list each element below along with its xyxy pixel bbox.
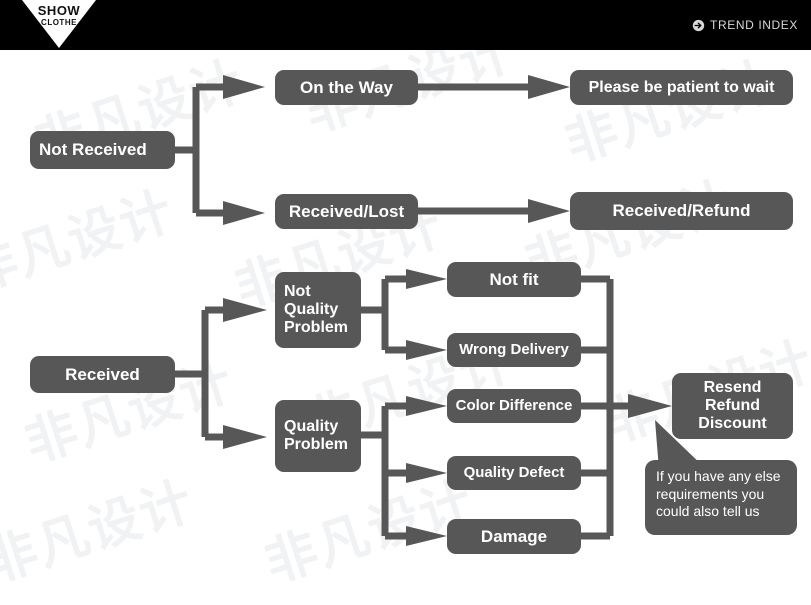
header-bar [0, 0, 811, 50]
node-label: Quality Defect [463, 463, 565, 481]
node-not-received[interactable]: Not Received [30, 131, 175, 169]
node-label: Damage [480, 526, 548, 546]
node-label-line: Refund [704, 397, 761, 415]
triangle-logo-icon [22, 0, 96, 48]
circular-arrow-icon [692, 19, 705, 31]
node-label: Received/Refund [612, 201, 751, 221]
node-label-line: Problem [284, 436, 349, 453]
node-label: Not Received [39, 140, 147, 160]
node-quality-defect[interactable]: Quality Defect [447, 456, 581, 490]
node-label-lines: Not Quality Problem [284, 283, 355, 337]
node-label: Not fit [489, 269, 539, 289]
node-wrong-delivery[interactable]: Wrong Delivery [447, 333, 581, 367]
callout-line: requirements you [656, 485, 765, 502]
logo-primary-text: SHOW [37, 3, 81, 18]
node-label-line: Problem [284, 318, 349, 336]
callout-bubble: If you have any else requirements you co… [645, 460, 797, 535]
node-label-line: Resend [703, 379, 762, 397]
node-damage[interactable]: Damage [447, 519, 581, 554]
node-received-refund[interactable]: Received/Refund [570, 192, 793, 230]
node-label-line: Not [284, 283, 311, 301]
node-color-difference[interactable]: Color Difference [447, 389, 581, 423]
logo-secondary-text: CLOTHE [41, 18, 77, 27]
node-please-be-patient[interactable]: Please be patient to wait [570, 70, 793, 105]
node-label-line: Discount [698, 414, 767, 432]
node-quality-problem[interactable]: Quality Problem [275, 400, 361, 472]
callout-pointer [655, 420, 705, 470]
node-received[interactable]: Received [30, 356, 175, 393]
node-label: Received/Lost [288, 201, 405, 221]
node-received-lost[interactable]: Received/Lost [275, 194, 418, 229]
node-label-lines: Quality Problem [284, 418, 355, 454]
node-label: Wrong Delivery [459, 340, 569, 358]
node-label: Please be patient to wait [588, 78, 775, 96]
node-label: On the Way [300, 77, 393, 97]
node-not-fit[interactable]: Not fit [447, 262, 581, 297]
node-label: Color Difference [455, 396, 573, 414]
node-label: Received [65, 364, 140, 384]
node-on-the-way[interactable]: On the Way [275, 70, 418, 105]
node-label-lines: Resend Refund Discount [678, 379, 787, 433]
node-label-line: Quality [284, 301, 339, 319]
node-resend-refund-discount[interactable]: Resend Refund Discount [672, 373, 793, 439]
trend-index-brand: TREND INDEX [692, 18, 798, 32]
arrowheads [223, 75, 672, 546]
node-not-quality-problem[interactable]: Not Quality Problem [275, 272, 361, 348]
brand-logo: SHOW CLOTHE [22, 0, 96, 50]
callout-line: could also tell us [656, 503, 760, 519]
node-label-line: Quality [284, 418, 339, 436]
callout-line: If you have any else [656, 468, 781, 484]
brand-label: TREND INDEX [710, 18, 798, 32]
